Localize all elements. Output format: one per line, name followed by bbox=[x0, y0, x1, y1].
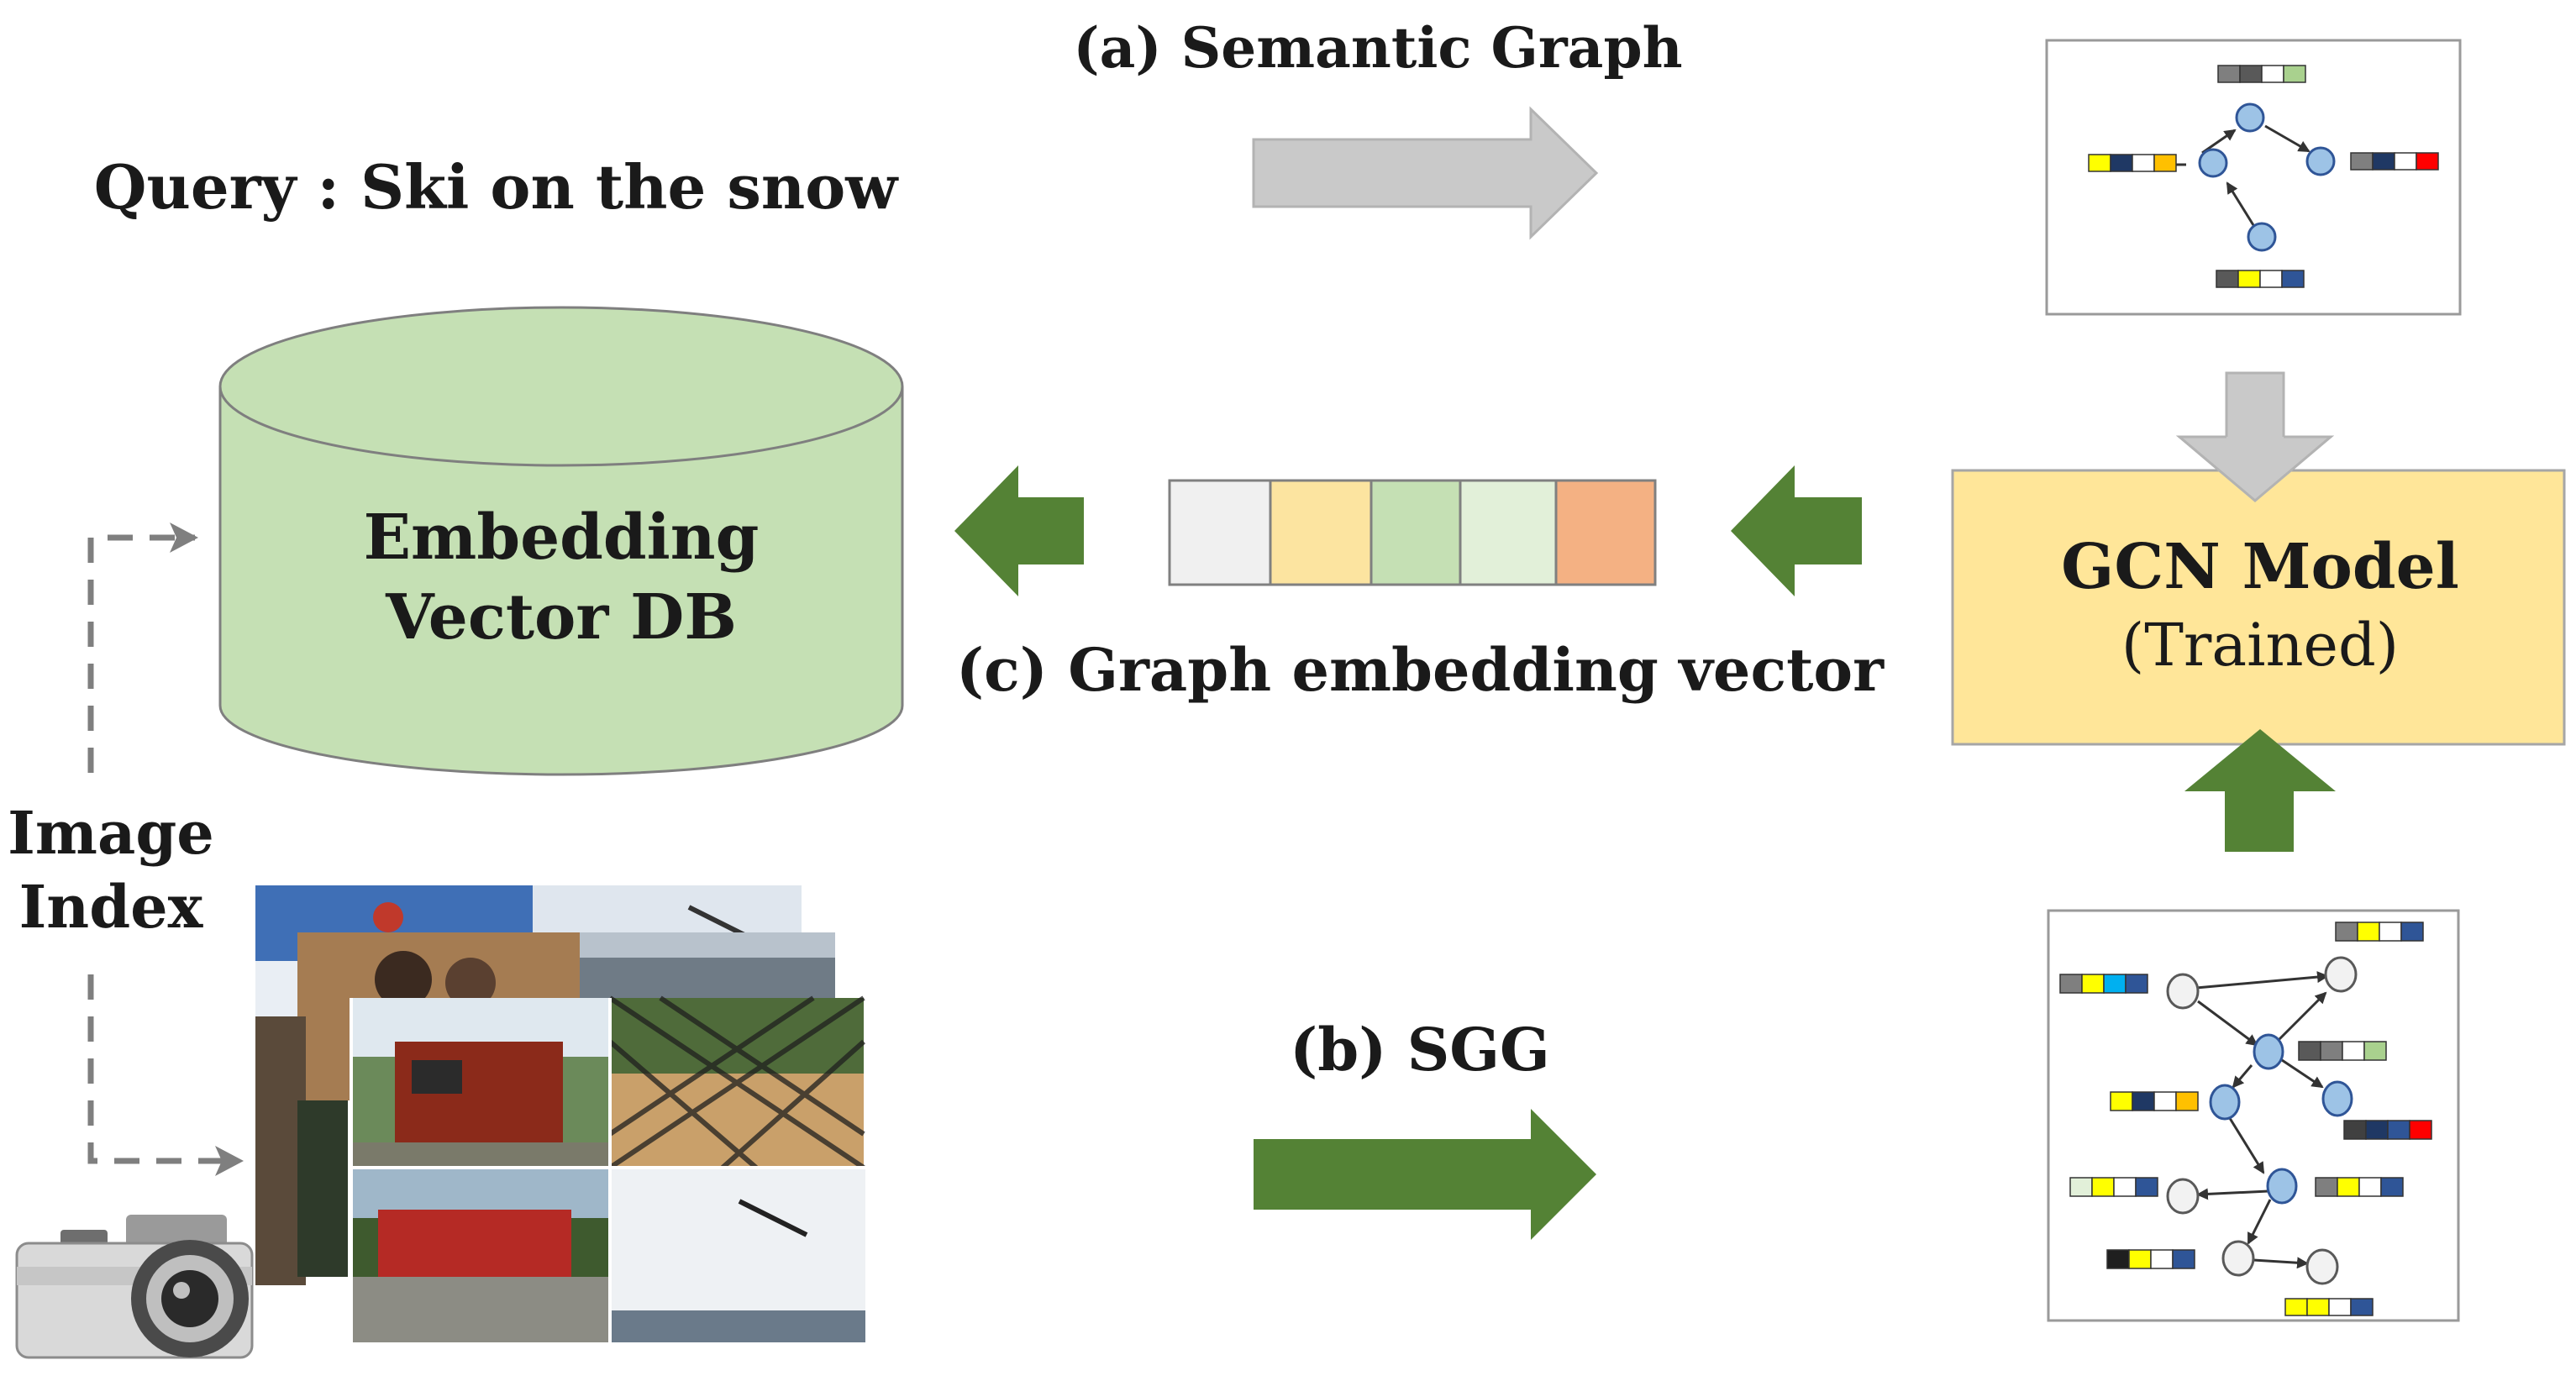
gcn-model-subtitle: (Trained) bbox=[2121, 611, 2399, 680]
embedding-cell bbox=[1554, 479, 1657, 586]
gray-right-arrow bbox=[1252, 106, 1599, 240]
sgg-label: (b) SGG bbox=[1290, 1015, 1550, 1084]
embedding-vector-db bbox=[218, 306, 904, 776]
db-label-line2: Vector DB bbox=[385, 581, 737, 654]
scene-graph-panel bbox=[2047, 909, 2460, 1322]
embedding-vector-label: (c) Graph embedding vector bbox=[956, 635, 1885, 705]
green-left-arrow-db bbox=[954, 465, 1084, 596]
image-index-label-line1: Image bbox=[8, 798, 214, 868]
embedding-cell bbox=[1459, 479, 1558, 586]
green-up-arrow bbox=[2184, 729, 2336, 852]
dashed-connector bbox=[87, 522, 244, 1176]
embedding-cell bbox=[1168, 479, 1272, 586]
semantic-graph-panel bbox=[2045, 39, 2462, 316]
embedding-cell bbox=[1269, 479, 1373, 586]
image-index-label-line2: Index bbox=[19, 872, 204, 942]
semantic-graph-label: (a) Semantic Graph bbox=[1073, 15, 1682, 81]
gcn-model-box bbox=[1951, 469, 2566, 746]
query-label: Query : Ski on the snow bbox=[94, 151, 899, 223]
embedding-cell bbox=[1369, 479, 1462, 586]
camera-icon bbox=[15, 1215, 254, 1359]
db-label-line1: Embedding bbox=[364, 501, 760, 574]
image-collage-icon bbox=[255, 885, 865, 1342]
gray-down-arrow-tip bbox=[2175, 435, 2335, 502]
embedding-vector bbox=[1168, 479, 1657, 586]
gcn-model-title: GCN Model bbox=[2061, 531, 2459, 603]
green-right-arrow bbox=[1254, 1109, 1596, 1240]
green-left-arrow-gcn bbox=[1731, 465, 1862, 596]
